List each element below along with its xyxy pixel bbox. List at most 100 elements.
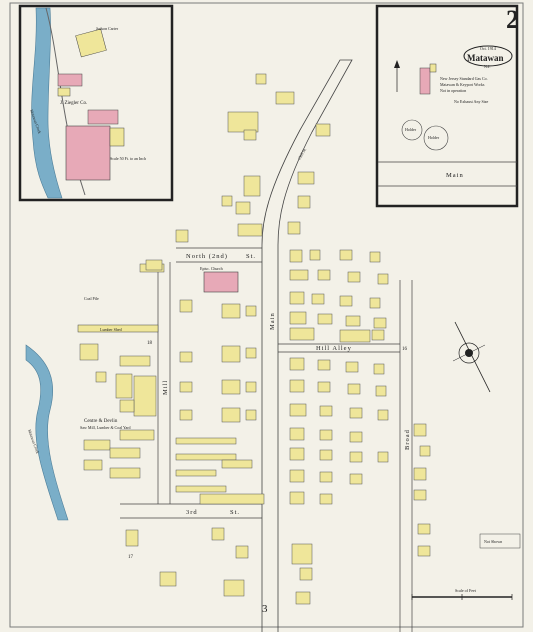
building (245, 347, 257, 359)
title-cartouche (463, 45, 513, 67)
building (245, 409, 257, 421)
ziegler-label: J. Ziegler Co. (60, 101, 87, 106)
building (95, 371, 107, 383)
building (221, 303, 241, 319)
building (349, 451, 363, 463)
building (291, 543, 313, 565)
inset-mill-building (65, 125, 111, 181)
no-exhaust-label: No Exhaust Any Size (454, 99, 489, 104)
building (133, 375, 157, 417)
building (413, 467, 427, 481)
holder1-label: Holder (405, 127, 417, 132)
building (179, 351, 193, 363)
main-street (261, 59, 353, 632)
mill-street-label: Mill (162, 380, 169, 395)
building (79, 343, 99, 361)
building (221, 195, 233, 207)
building (275, 91, 295, 105)
building (83, 439, 111, 451)
church-building (203, 271, 239, 293)
centre-devlin-label: Centre & Devlin (84, 419, 118, 424)
sheet-number: 2 (506, 5, 519, 34)
title-date: Oct. 1914 (480, 46, 496, 51)
building (245, 305, 257, 317)
building (237, 223, 263, 237)
building (125, 529, 139, 547)
building (159, 571, 177, 587)
building (119, 399, 135, 413)
building (179, 409, 193, 421)
building (309, 249, 321, 261)
building (289, 447, 305, 461)
creek-main (25, 344, 69, 521)
building (179, 299, 193, 313)
judson-label: Judson Carter (96, 26, 119, 31)
building (243, 175, 261, 197)
page-reference: 3 (262, 603, 268, 615)
building (109, 447, 141, 459)
coal-pile-label: Coal Pile (84, 296, 99, 301)
building (289, 311, 307, 325)
building (373, 363, 385, 375)
building (317, 381, 331, 393)
inset-building (75, 28, 107, 58)
scale-label: Scale of Feet (455, 588, 477, 593)
building (319, 429, 333, 441)
building (317, 313, 333, 325)
gas-building (429, 63, 437, 73)
third-street-suffix: St. (230, 509, 240, 516)
building (317, 269, 331, 281)
gas-building (419, 67, 431, 95)
hill-alley-label: Hill Alley (316, 345, 352, 352)
building (319, 449, 333, 461)
building (235, 201, 251, 215)
building (311, 293, 325, 305)
building (347, 383, 361, 395)
note-box (479, 533, 521, 549)
inset-building (57, 87, 71, 97)
grid-number: 16 (402, 347, 408, 352)
north-street-suffix: St. (246, 253, 256, 260)
building (245, 381, 257, 393)
building (339, 249, 353, 261)
inset-building (57, 73, 83, 87)
building (413, 423, 427, 437)
third-street-label: 3rd (186, 509, 198, 516)
gas-label: New Jersey Standard Gas Co. (440, 76, 488, 81)
holder2-label: Holder (428, 135, 440, 140)
north-street-label: North (2nd) (186, 253, 228, 260)
building (339, 295, 353, 307)
building (299, 567, 313, 581)
building (345, 315, 361, 327)
building (221, 379, 241, 395)
building (235, 545, 249, 559)
gas-note-label: Not in operation (440, 88, 466, 93)
building (417, 545, 431, 557)
building (289, 291, 305, 305)
building (289, 469, 305, 483)
building (83, 459, 103, 471)
buildings-layer (79, 73, 431, 605)
building (371, 329, 385, 341)
building (315, 123, 331, 137)
building (347, 271, 361, 283)
building (369, 251, 381, 263)
inset-building (109, 127, 125, 147)
building (297, 195, 311, 209)
building (417, 523, 431, 535)
gas-holder-2 (423, 125, 449, 151)
building (221, 407, 241, 423)
building (289, 269, 309, 281)
gas-sub-label: Matawan & Keyport Works (440, 82, 485, 87)
building (339, 329, 371, 343)
main-label-inset: Main (446, 172, 464, 179)
building (289, 427, 305, 441)
building (289, 357, 305, 371)
creek-inset (31, 7, 63, 199)
scale-bar: Scale of Feet (411, 588, 513, 600)
building (413, 489, 427, 501)
building (375, 385, 387, 397)
building (319, 405, 333, 417)
